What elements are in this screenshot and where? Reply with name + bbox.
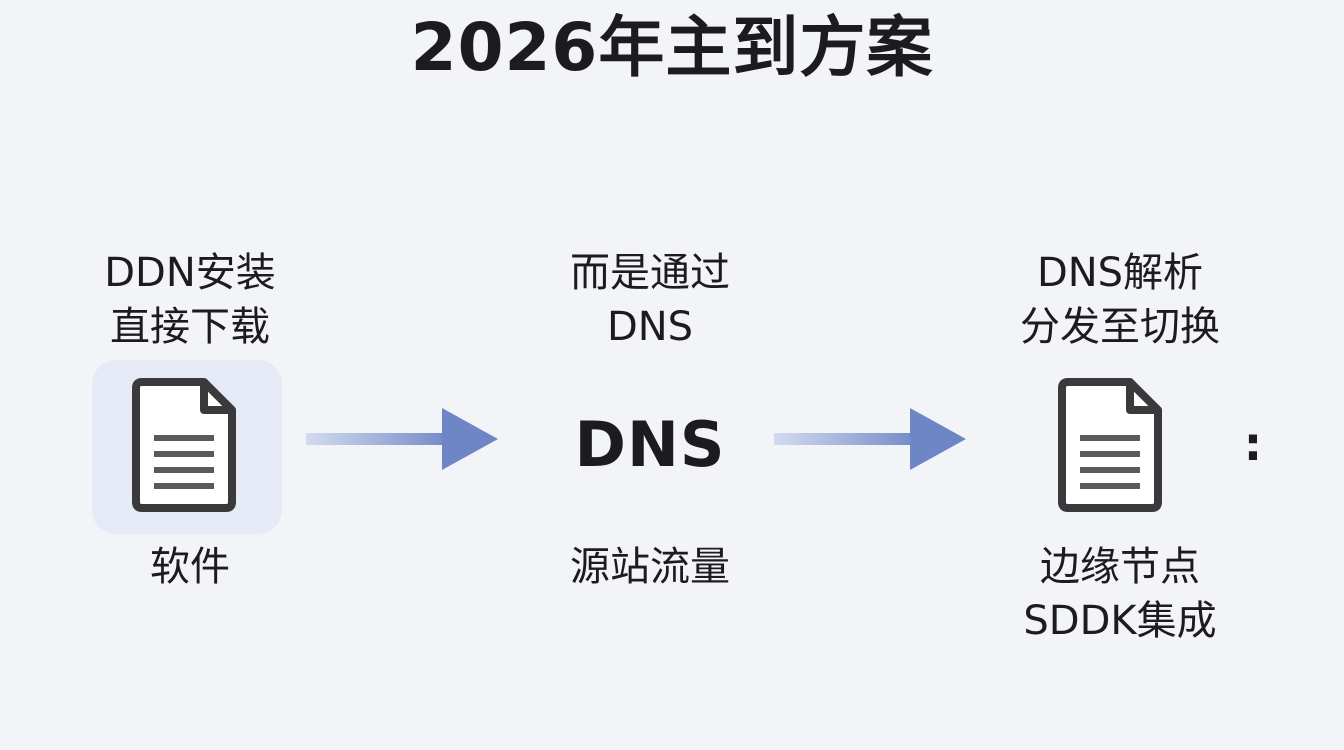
right-node-trailing-colon: : <box>1243 417 1263 471</box>
left-node-top-line-1: DDN安装 <box>104 250 276 296</box>
document-icon <box>1058 378 1162 512</box>
middle-node-bottom-line-1: 源站流量 <box>570 544 730 590</box>
right-node-top-line-2: 分发至切换 <box>1020 304 1220 350</box>
middle-node-top-line-2: DNS <box>606 304 694 350</box>
diagram-title: 2026年主到方案 <box>410 9 934 86</box>
document-icon <box>132 378 236 512</box>
arrow-right-icon <box>306 408 498 470</box>
right-node-bottom-line-2: SDDK集成 <box>1023 598 1217 644</box>
middle-node-top-label: 而是通过 DNS <box>500 246 800 354</box>
left-node-bottom-label: 软件 <box>40 540 340 594</box>
middle-node-bottom-label: 源站流量 <box>500 540 800 594</box>
right-node-bottom-label: 边缘节点 SDDK集成 <box>970 540 1270 648</box>
left-node-top-label: DDN安装 直接下载 <box>40 246 340 354</box>
middle-node-top-line-1: 而是通过 <box>570 250 730 296</box>
left-node-bottom-line-1: 软件 <box>150 544 230 590</box>
middle-node-dns-label: DNS <box>574 408 726 481</box>
right-node-top-label: DNS解析 分发至切换 <box>970 246 1270 354</box>
right-node-bottom-line-1: 边缘节点 <box>1040 544 1200 590</box>
right-node-top-line-1: DNS解析 <box>1036 250 1204 296</box>
arrow-right-icon <box>774 408 966 470</box>
left-node-top-line-2: 直接下载 <box>110 304 270 350</box>
